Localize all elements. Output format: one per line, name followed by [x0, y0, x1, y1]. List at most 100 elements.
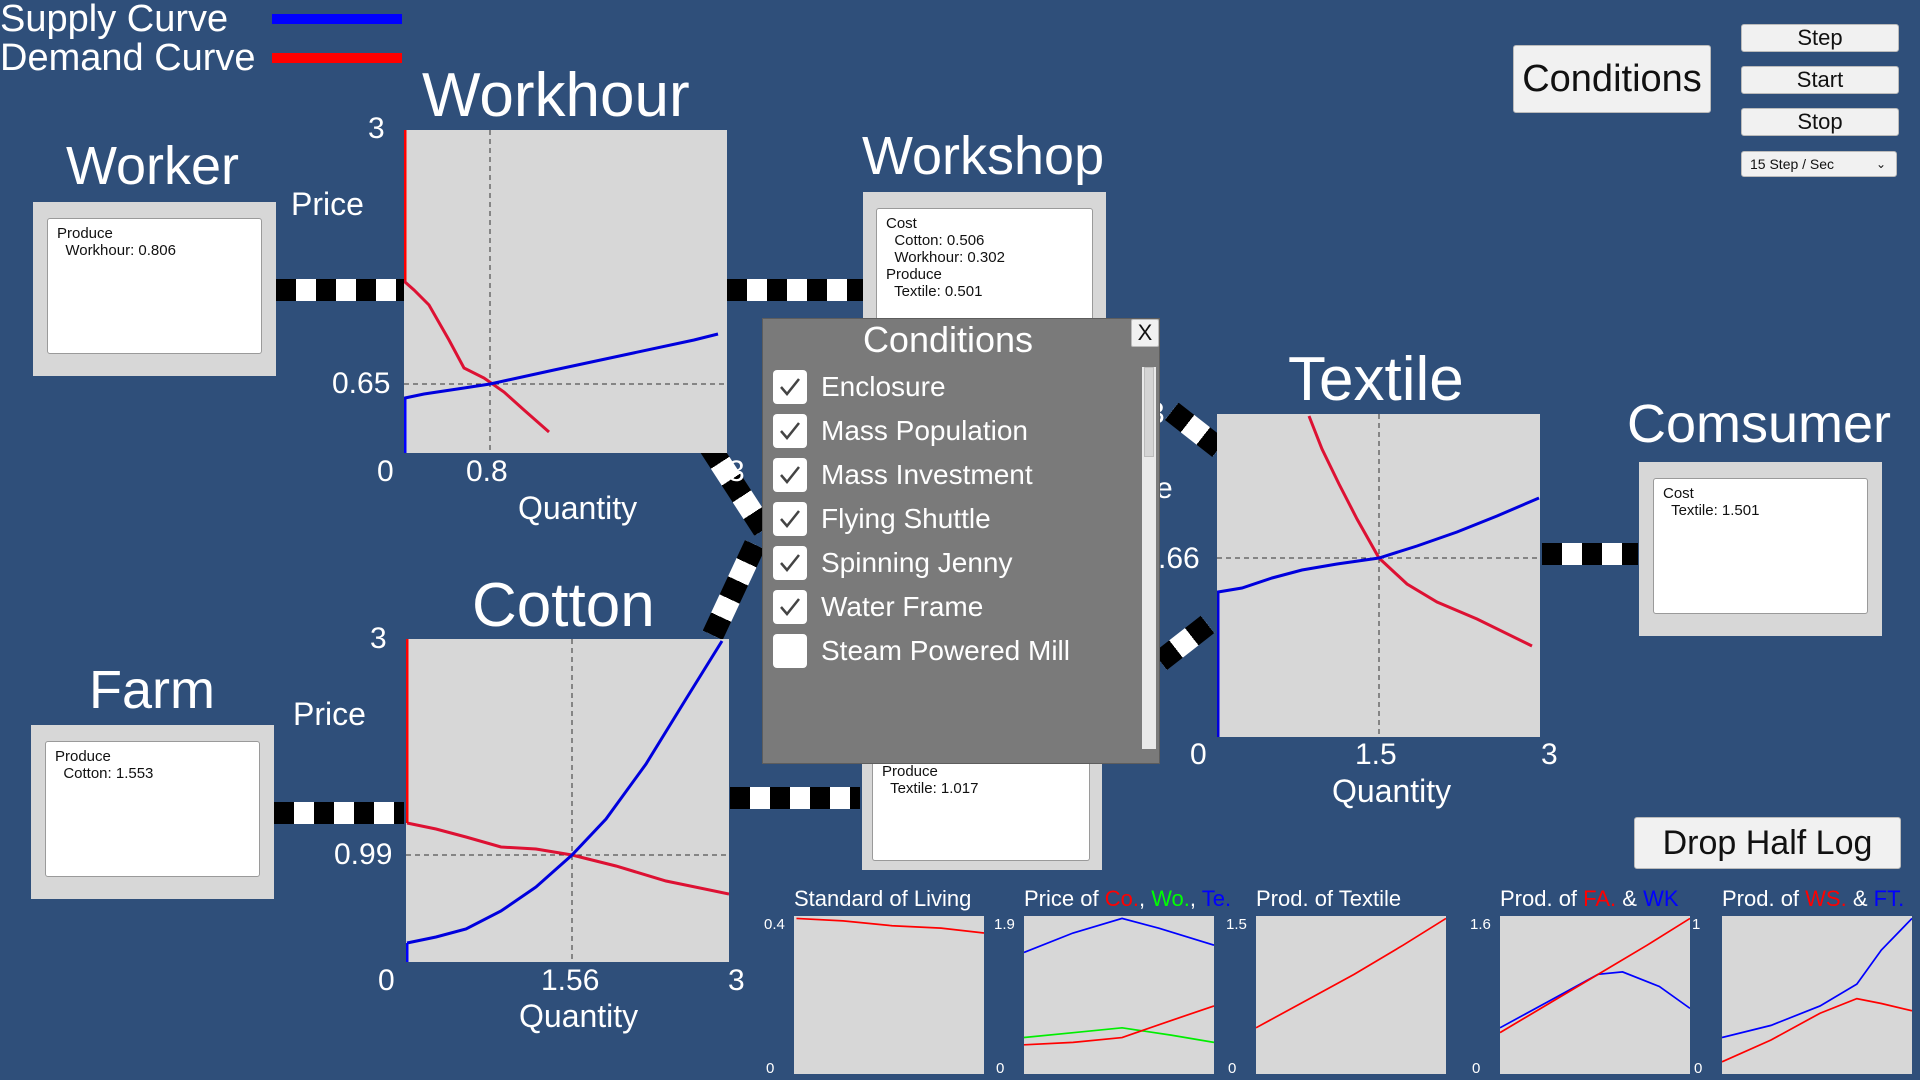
mini-chart-svg — [1256, 917, 1446, 1029]
mini-chart-line — [1500, 917, 1690, 1034]
checkmark-icon — [780, 466, 800, 484]
workhour-demand-curve — [404, 133, 550, 434]
mini-chart-plot — [1722, 916, 1912, 1074]
mini-chart-y-min: 0 — [1472, 1060, 1481, 1077]
mini-chart-y-min: 0 — [996, 1060, 1005, 1077]
mini-chart-title-part: Te. — [1201, 886, 1232, 911]
mini-chart-y-max: 1.9 — [994, 916, 1015, 933]
checkbox-checked[interactable] — [773, 370, 807, 404]
cotton-quantity-label: Quantity — [519, 998, 639, 1034]
speed-select-value: 15 Step / Sec — [1750, 156, 1835, 172]
condition-enclosure[interactable]: Enclosure — [773, 369, 946, 405]
mini-chart-title: Prod. of FA. & WK — [1500, 886, 1679, 912]
checkbox-checked[interactable] — [773, 590, 807, 624]
mini-chart-title-part: & — [1616, 886, 1644, 911]
mini-chart-y-min: 0 — [1228, 1060, 1237, 1077]
checkbox-checked[interactable] — [773, 458, 807, 492]
connector-cotton-factory — [730, 787, 860, 809]
cotton-demand-curve — [406, 821, 729, 896]
farm-panel: Produce Cotton: 1.553 — [31, 725, 274, 899]
workhour-x-min: 0 — [377, 455, 394, 488]
legend-supply-swatch — [272, 14, 402, 24]
stop-button[interactable]: Stop — [1741, 108, 1899, 136]
mini-chart-y-max: 1.6 — [1470, 916, 1491, 933]
conditions-button[interactable]: Conditions — [1513, 45, 1711, 113]
mini-chart-y-max: 1.5 — [1226, 916, 1247, 933]
condition-label: Mass Investment — [821, 459, 1033, 490]
mini-chart-title-part: WK — [1643, 886, 1679, 911]
mini-chart-plot — [794, 916, 984, 1074]
condition-label: Mass Population — [821, 415, 1029, 446]
workhour-x-max: 3 — [728, 455, 745, 488]
condition-label: Flying Shuttle — [821, 503, 991, 534]
drop-half-log-button[interactable]: Drop Half Log — [1634, 817, 1901, 869]
checkbox-checked[interactable] — [773, 546, 807, 580]
connector-textile-consumer — [1542, 543, 1638, 565]
mini-chart-title-part: & — [1846, 886, 1874, 911]
cotton-y-max: 3 — [370, 622, 387, 655]
cotton-x-min: 0 — [378, 964, 395, 997]
condition-mass-investment[interactable]: Mass Investment — [773, 457, 1033, 493]
mini-chart-line — [1500, 971, 1690, 1029]
cotton-x-eq: 1.56 — [541, 964, 600, 997]
textile-x-max: 3 — [1541, 738, 1558, 771]
workhour-market-title: Workhour — [422, 61, 690, 130]
checkmark-icon — [780, 598, 800, 616]
checkbox-checked[interactable] — [773, 502, 807, 536]
conditions-scrollbar-thumb[interactable] — [1144, 367, 1154, 457]
mini-chart-title-part: Standard of Living — [794, 886, 972, 911]
legend-demand-label: Demand Curve — [0, 37, 256, 79]
condition-flying-shuttle[interactable]: Flying Shuttle — [773, 501, 991, 537]
mini-chart-title-part: Prod. of Textile — [1256, 886, 1402, 911]
mini-chart-title-part: FA. — [1583, 886, 1617, 911]
checkbox-checked[interactable] — [773, 414, 807, 448]
mini-chart-svg — [1500, 917, 1690, 1034]
mini-chart-line — [1024, 917, 1214, 954]
conditions-dialog-title: Conditions — [862, 319, 1034, 360]
textile-quantity-label: Quantity — [1332, 773, 1452, 809]
textile-supply-curve — [1217, 496, 1540, 737]
mini-chart-title-part: Prod. of — [1722, 886, 1806, 911]
condition-label: Water Frame — [821, 591, 984, 622]
checkmark-icon — [780, 554, 800, 572]
checkbox-unchecked[interactable] — [773, 634, 807, 668]
mini-chart-svg — [1722, 917, 1912, 1063]
checkmark-icon — [780, 422, 800, 440]
mini-chart-plot — [1256, 916, 1446, 1074]
step-button[interactable]: Step — [1741, 24, 1899, 52]
textile-y-eq-partial: .66 — [1158, 542, 1200, 575]
conditions-scrollbar[interactable] — [1142, 367, 1156, 749]
cotton-market-title: Cotton — [472, 571, 655, 640]
mini-chart-plot — [1500, 916, 1690, 1074]
workhour-plot — [404, 130, 727, 453]
speed-select[interactable]: 15 Step / Sec ⌄ — [1741, 151, 1897, 177]
condition-label: Spinning Jenny — [821, 547, 1013, 578]
mini-chart-title-part: Co. — [1104, 886, 1139, 911]
mini-chart-line — [1024, 1005, 1214, 1046]
textile-x-eq: 1.5 — [1355, 738, 1397, 771]
farm-title: Farm — [89, 660, 215, 720]
start-button[interactable]: Start — [1741, 66, 1899, 94]
connector-cotton-diagonal — [702, 540, 765, 640]
condition-mass-population[interactable]: Mass Population — [773, 413, 1028, 449]
workhour-quantity-label: Quantity — [518, 490, 638, 526]
mini-chart-title: Prod. of WS. & FT. — [1722, 886, 1904, 912]
legend-supply-label: Supply Curve — [0, 0, 229, 40]
condition-spinning-jenny[interactable]: Spinning Jenny — [773, 545, 1012, 581]
textile-x-min: 0 — [1190, 738, 1207, 771]
cotton-plot — [406, 639, 729, 962]
mini-chart-y-min: 0 — [766, 1060, 775, 1077]
worker-title: Worker — [66, 136, 240, 196]
mini-chart-title: Price of Co., Wo., Te. — [1024, 886, 1231, 912]
condition-water-frame[interactable]: Water Frame — [773, 589, 983, 625]
mini-chart-title: Standard of Living — [794, 886, 971, 912]
workhour-price-label: Price — [291, 186, 364, 222]
mini-chart-plot — [1024, 916, 1214, 1074]
workhour-x-eq: 0.8 — [466, 455, 508, 488]
connector-workhour-workshop — [727, 279, 863, 301]
condition-label: Enclosure — [821, 371, 946, 402]
condition-steam-powered-mill[interactable]: Steam Powered Mill — [773, 633, 1070, 669]
conditions-close-button[interactable]: X — [1131, 319, 1159, 347]
textile-market-title: Textile — [1288, 345, 1464, 414]
